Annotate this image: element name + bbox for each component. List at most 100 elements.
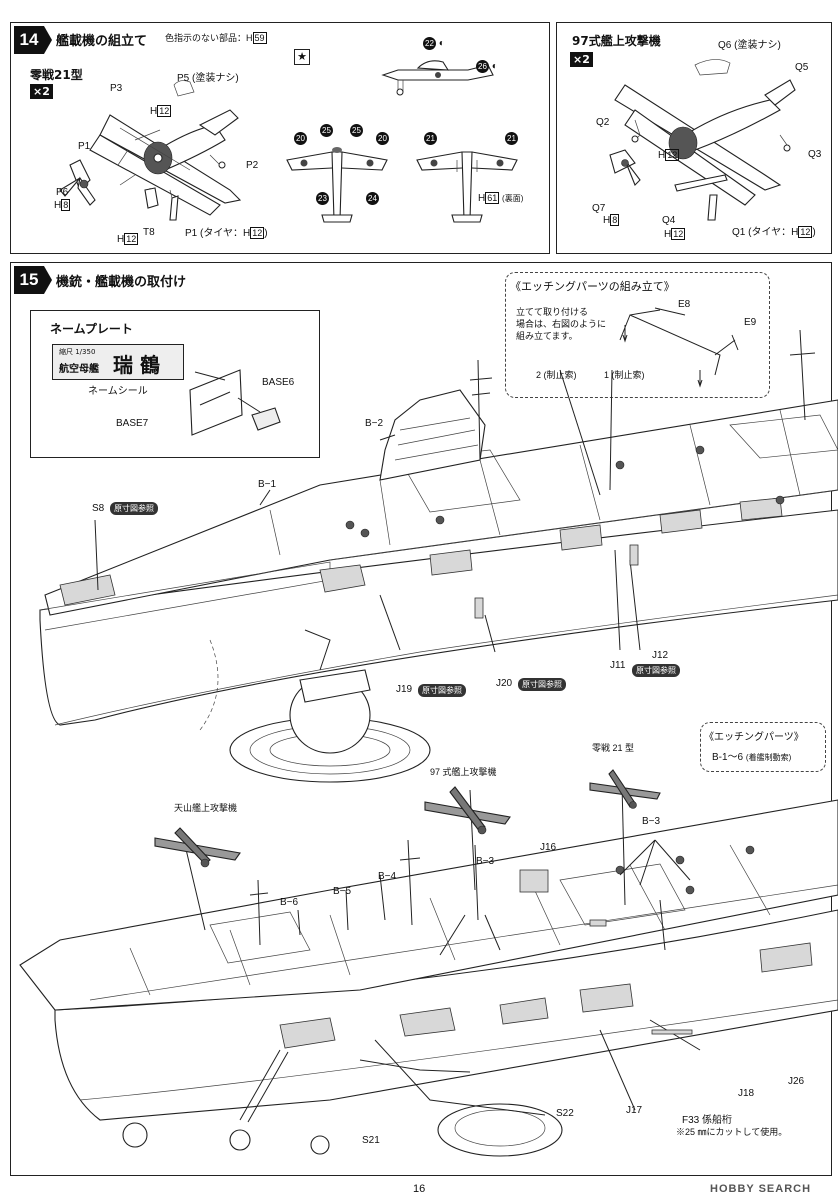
tenzan-aircraft bbox=[154, 827, 241, 868]
nameplate-drawing bbox=[189, 369, 281, 436]
zero-bottom-view bbox=[416, 151, 518, 223]
n25b: 25 bbox=[350, 124, 363, 137]
decal-20a: 20 bbox=[294, 132, 307, 145]
decal-25a: 25 bbox=[320, 124, 333, 137]
upper-ship-drawing bbox=[39, 329, 838, 783]
label-s21: S21 bbox=[362, 1135, 380, 1146]
zero-top-view bbox=[286, 147, 388, 223]
label-q2: Q2 bbox=[596, 117, 610, 128]
label-tenzan: 天山艦上攻撃機 bbox=[174, 803, 238, 813]
decal-21a: 21 bbox=[424, 132, 437, 145]
kh12b-num: 12 bbox=[671, 228, 686, 240]
etching-desc2: 場合は、右図のように bbox=[516, 319, 607, 329]
label-b1: B−1 bbox=[258, 479, 277, 490]
etching-parts-title: 《エッチングパーツ》 bbox=[704, 732, 804, 743]
note-num: 59 bbox=[252, 32, 267, 44]
label-b5: B−5 bbox=[333, 886, 352, 897]
decal-22: 22 ◐ bbox=[423, 37, 445, 50]
label-base6: BASE6 bbox=[262, 377, 295, 388]
h12a-letter: H bbox=[150, 106, 158, 117]
label-b6: B−6 bbox=[280, 897, 299, 908]
tag-s8: 原寸図参照 bbox=[110, 502, 158, 515]
step15-number: 15 bbox=[14, 266, 52, 294]
label-f33: F33 係船桁 bbox=[682, 1115, 733, 1126]
label-j18: J18 bbox=[738, 1088, 755, 1099]
label-j17: J17 bbox=[626, 1105, 643, 1116]
page-number: 16 bbox=[413, 1183, 426, 1195]
label-b2: B−2 bbox=[365, 418, 384, 429]
h61-letter: H bbox=[478, 193, 486, 204]
label-t8: T8 bbox=[143, 227, 155, 238]
zero-multiplier: ×2 bbox=[30, 84, 53, 99]
zero-side-view bbox=[381, 60, 494, 96]
label-base7: BASE7 bbox=[116, 418, 149, 429]
label-q4: Q4 bbox=[662, 215, 676, 226]
kate-title: 97式艦上攻撃機 bbox=[572, 34, 661, 48]
q1-num: 12 bbox=[798, 226, 813, 238]
label-j12: J12 bbox=[652, 650, 669, 661]
label-p5: P5 (塗装ナシ) bbox=[177, 73, 239, 84]
q1-end: ) bbox=[812, 227, 816, 238]
kh12a-num: 12 bbox=[665, 149, 680, 161]
step14-title: 艦載機の組立て bbox=[56, 34, 148, 49]
label-q6: Q6 (塗装ナシ) bbox=[718, 40, 781, 51]
h8-num: 8 bbox=[61, 199, 71, 211]
plate-type: 航空母艦 bbox=[59, 364, 99, 375]
label-p2: P2 bbox=[246, 160, 259, 171]
decal-26-num: 26 bbox=[476, 60, 489, 73]
decal-25b: 25 bbox=[350, 124, 363, 137]
n23: 23 bbox=[316, 192, 329, 205]
label-j20: J20 bbox=[496, 678, 513, 689]
h61-num: 61 bbox=[485, 192, 500, 204]
n20b: 20 bbox=[376, 132, 389, 145]
decal-22-num: 22 bbox=[423, 37, 436, 50]
label-j11: J11 bbox=[610, 660, 626, 671]
etching-parts-range: B-1〜6 bbox=[712, 752, 744, 763]
etching-desc1: 立てて取り付ける bbox=[516, 307, 589, 317]
step14-right-panel bbox=[556, 22, 832, 254]
p1tire-end: ) bbox=[264, 228, 268, 239]
label-q3: Q3 bbox=[808, 149, 822, 160]
etching-l2: 2 (制止索) bbox=[536, 370, 577, 380]
decal-21b: 21 bbox=[505, 132, 518, 145]
step14-number: 14 bbox=[14, 26, 52, 54]
n21b: 21 bbox=[505, 132, 518, 145]
nameplate-title: ネームプレート bbox=[50, 322, 133, 336]
label-zero21: 零戦 21 型 bbox=[592, 743, 635, 753]
label-p1: P1 bbox=[78, 141, 91, 152]
tag-j20: 原寸図参照 bbox=[518, 678, 566, 691]
plate-small: 縮尺 1/350 bbox=[59, 348, 96, 356]
etching-e8: E8 bbox=[678, 299, 691, 310]
n24: 24 bbox=[366, 192, 379, 205]
p1tire-num: 12 bbox=[250, 227, 265, 239]
tag-j12: 原寸図参照 bbox=[632, 664, 680, 677]
label-j16: J16 bbox=[540, 842, 557, 853]
label-kate97: 97 式艦上攻撃機 bbox=[430, 767, 497, 777]
nameplate-seal-label: ネームシール bbox=[88, 386, 148, 397]
label-j26: J26 bbox=[788, 1076, 805, 1087]
zero-aircraft bbox=[589, 769, 661, 809]
kate-multiplier: ×2 bbox=[570, 52, 593, 67]
etching-parts-desc: B-1〜6 (着艦制動索) bbox=[712, 748, 791, 763]
note-part: H bbox=[246, 33, 253, 43]
decal-26: 26 ◐ bbox=[476, 60, 498, 73]
step14-left-panel bbox=[10, 22, 550, 254]
label-j19: J19 bbox=[396, 684, 413, 695]
q1-text: Q1 (タイヤ：H bbox=[732, 227, 799, 238]
h12b-num: 12 bbox=[124, 233, 139, 245]
h12a-num: 12 bbox=[157, 105, 172, 117]
label-f33-note: ※25 ㎜にカットして使用。 bbox=[676, 1127, 788, 1137]
zero-assembly-drawing bbox=[59, 80, 242, 221]
label-p3: P3 bbox=[110, 83, 123, 94]
n25a: 25 bbox=[320, 124, 333, 137]
h12b-letter: H bbox=[117, 234, 125, 245]
decal-20b: 20 bbox=[376, 132, 389, 145]
